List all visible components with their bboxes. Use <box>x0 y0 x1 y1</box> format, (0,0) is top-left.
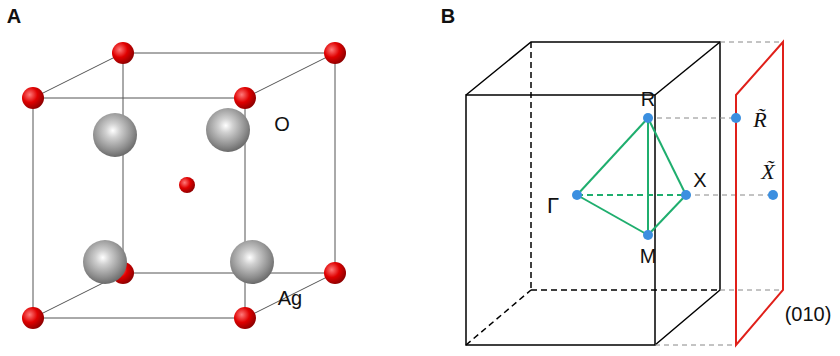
oxygen-atom <box>234 87 256 109</box>
surface-plane <box>736 42 783 345</box>
oxygen-atom <box>179 177 195 193</box>
unit-cell <box>33 53 335 318</box>
oxygen-atom <box>324 262 346 284</box>
panel-letter: B <box>441 6 455 26</box>
point-label: X <box>693 170 706 190</box>
point-label: M <box>640 246 657 266</box>
point-label: R̃ <box>753 109 766 131</box>
plane-label: (010) <box>785 304 832 324</box>
silver-atom <box>230 240 274 284</box>
silver-atom <box>93 113 137 157</box>
oxygen-atom <box>22 87 44 109</box>
point-label: R <box>641 89 655 109</box>
oxygen-atom <box>112 42 134 64</box>
oxygen-atom <box>234 307 256 329</box>
atom-label: O <box>274 114 290 134</box>
symmetry-points <box>572 113 778 240</box>
panel-letter: A <box>7 6 21 26</box>
atoms <box>22 42 346 329</box>
projection-lines <box>648 42 783 345</box>
point-label: Γ <box>547 195 559 217</box>
oxygen-atom <box>324 42 346 64</box>
atom-label: Ag <box>278 288 302 308</box>
brillouin-zone <box>466 42 720 345</box>
silver-atom <box>83 240 127 284</box>
silver-atom <box>206 108 250 152</box>
oxygen-atom <box>22 307 44 329</box>
symmetry-path <box>577 118 686 235</box>
point-label: X̃ <box>761 161 774 183</box>
